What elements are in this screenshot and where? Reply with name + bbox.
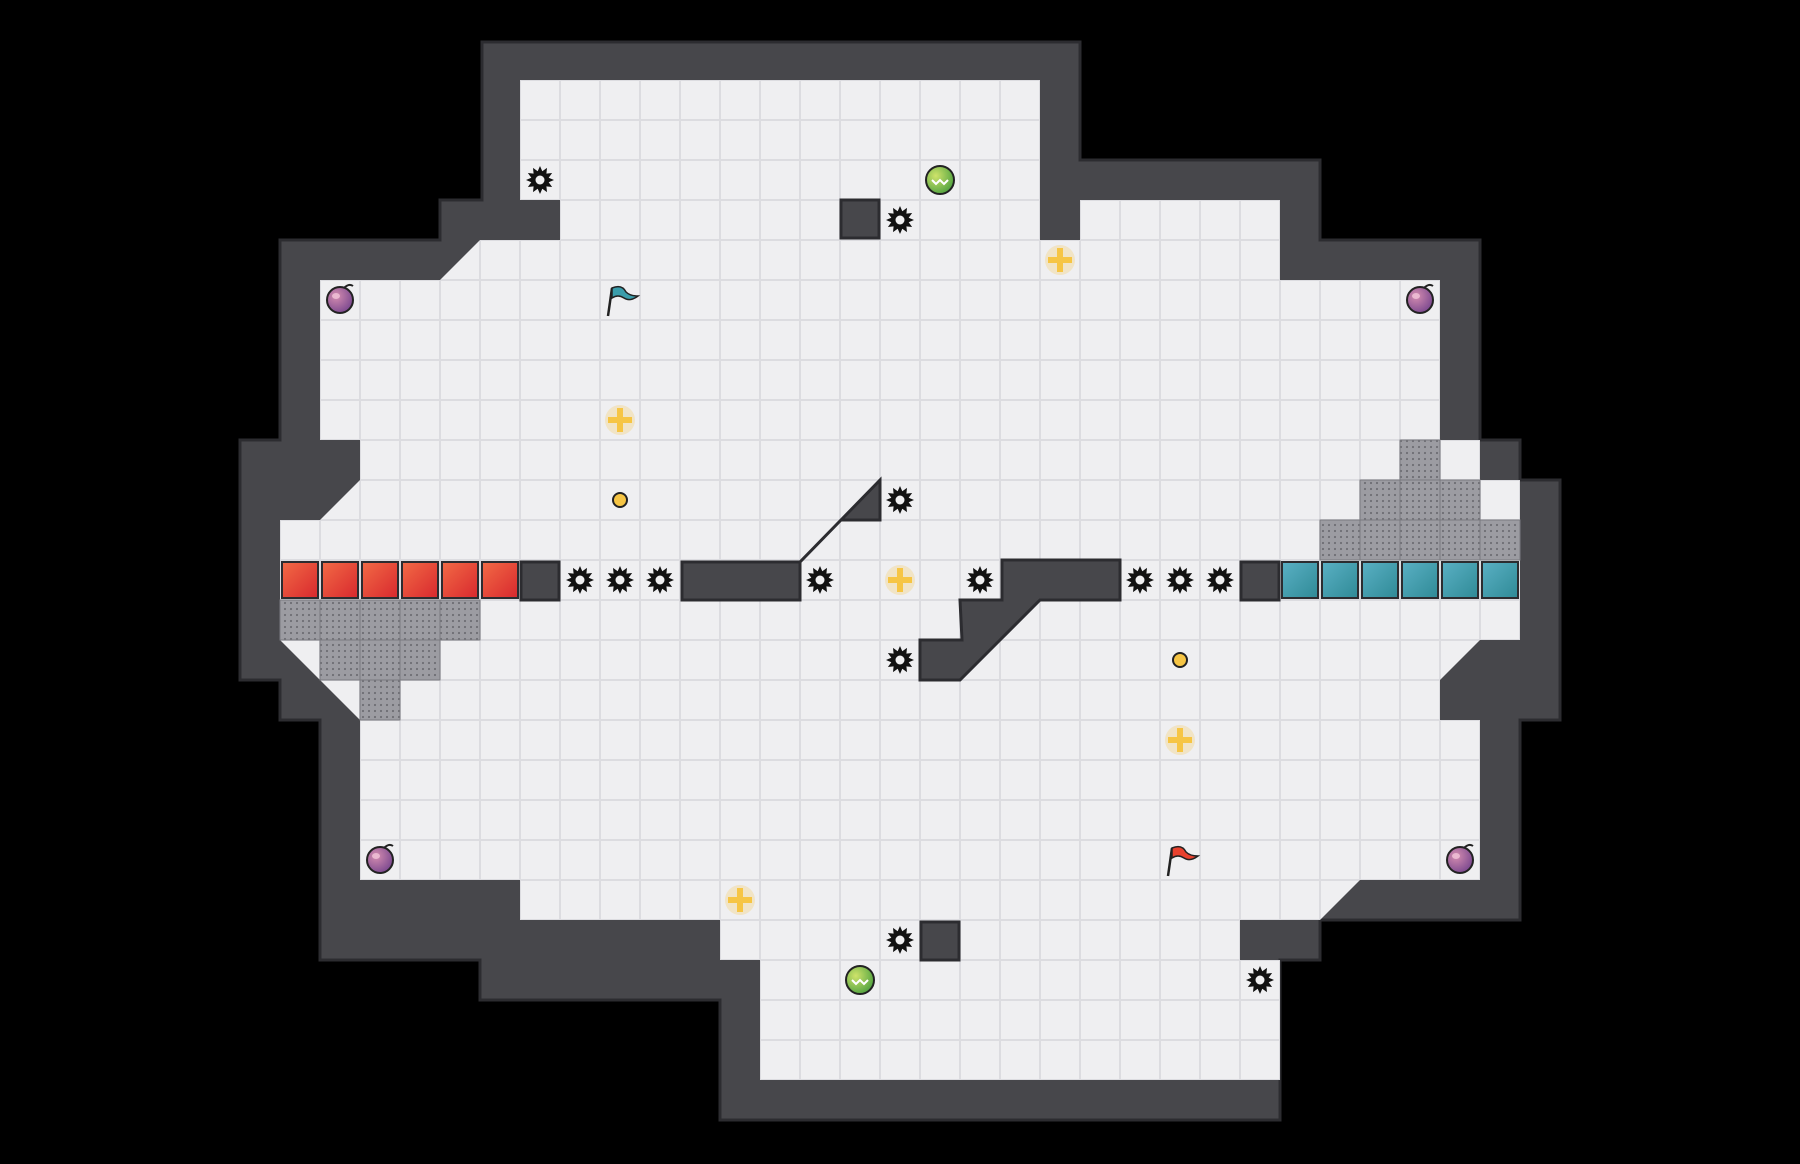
jukejuice-icon	[845, 965, 875, 995]
spike-icon	[886, 206, 914, 234]
portal-icon	[612, 492, 628, 508]
flag-icon	[606, 285, 641, 317]
spike-icon	[806, 566, 834, 594]
gate-tiles	[279, 439, 1521, 721]
spike-icon	[526, 166, 554, 194]
portal-icon	[1172, 652, 1188, 668]
bomb-icon	[366, 843, 394, 874]
blue-endzone	[1281, 561, 1519, 599]
boost-icon	[885, 565, 915, 595]
boost-icon	[1045, 245, 1075, 275]
bomb-icon	[1446, 843, 1474, 874]
spike-icon	[886, 486, 914, 514]
spike-icon	[606, 566, 634, 594]
bomb-icon	[1406, 283, 1434, 314]
bomb-icon	[326, 283, 354, 314]
flag-icon	[1166, 845, 1201, 877]
boost-icon	[1165, 725, 1195, 755]
jukejuice-icon	[925, 165, 955, 195]
inner-walls	[519, 198, 1281, 962]
spike-icon	[966, 566, 994, 594]
spike-icon	[1166, 566, 1194, 594]
spike-icon	[646, 566, 674, 594]
spike-icon	[886, 926, 914, 954]
items-layer	[326, 165, 1474, 995]
spike-icon	[1246, 966, 1274, 994]
spike-icon	[566, 566, 594, 594]
spike-icon	[1206, 566, 1234, 594]
boost-icon	[725, 885, 755, 915]
spike-icon	[886, 646, 914, 674]
red-endzone	[281, 561, 519, 599]
spike-icon	[1126, 566, 1154, 594]
boost-icon	[605, 405, 635, 435]
